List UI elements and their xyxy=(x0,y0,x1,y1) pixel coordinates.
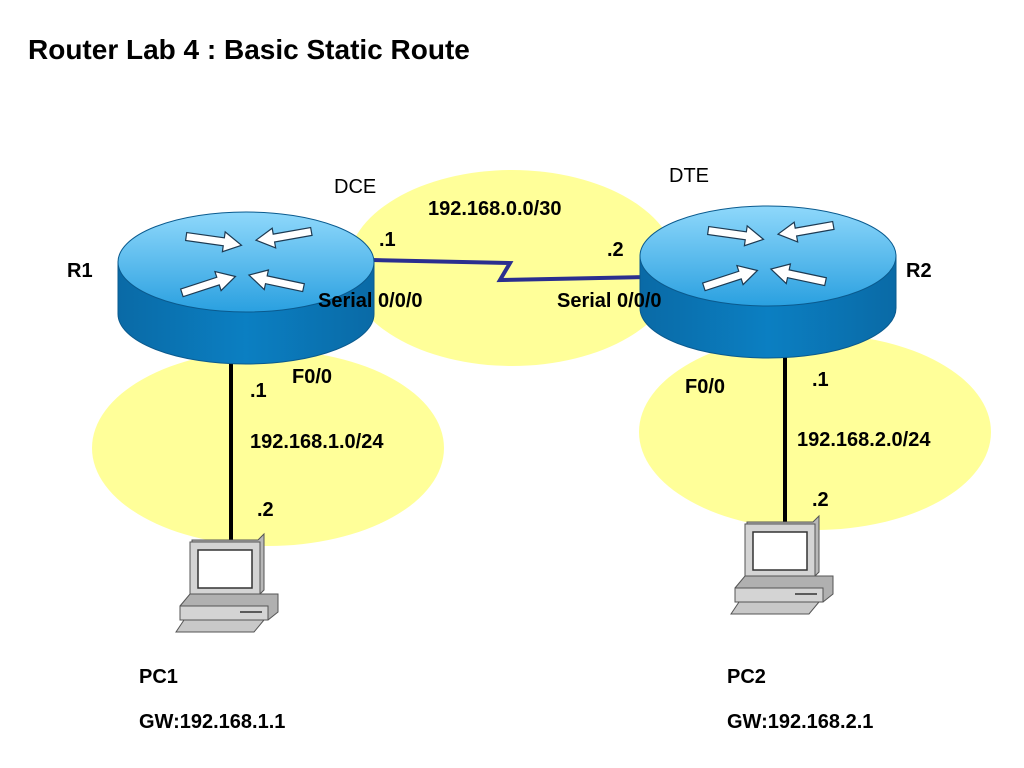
r2-serial-interface-label: Serial 0/0/0 xyxy=(557,290,662,312)
pc1-gateway-label: GW:192.168.1.1 xyxy=(139,711,286,733)
wan-network-label: 192.168.0.0/30 xyxy=(428,198,562,220)
r2-role-label: DTE xyxy=(669,165,709,187)
lan1-network-label: 192.168.1.0/24 xyxy=(250,431,384,453)
serial-link xyxy=(371,258,651,283)
lan2-network-ellipse xyxy=(639,334,991,530)
r2-lan-interface-label: F0/0 xyxy=(685,376,726,398)
r2-lan-host-label: .1 xyxy=(812,369,829,391)
wan-network-ellipse xyxy=(347,170,677,366)
pc2-desktop-computer-icon[interactable] xyxy=(730,514,834,615)
pc2-name-label: PC2 xyxy=(727,666,766,688)
pc1-name-label: PC1 xyxy=(139,666,178,688)
r2-serial-host-label: .2 xyxy=(607,239,624,261)
pc2-gateway-label: GW:192.168.2.1 xyxy=(727,711,874,733)
lan2-network-label: 192.168.2.0/24 xyxy=(797,429,931,451)
r1-name-label: R1 xyxy=(67,260,93,282)
pc1-host-label: .2 xyxy=(257,499,274,521)
router-r1-icon[interactable] xyxy=(117,211,375,365)
r1-serial-interface-label: Serial 0/0/0 xyxy=(318,290,423,312)
r1-lan-host-label: .1 xyxy=(250,380,267,402)
r1-serial-host-label: .1 xyxy=(379,229,396,251)
pc2-host-label: .2 xyxy=(812,489,829,511)
page-title: Router Lab 4 : Basic Static Route xyxy=(28,34,470,65)
pc1-desktop-computer-icon[interactable] xyxy=(175,532,279,633)
lan1-network-ellipse xyxy=(92,350,444,546)
r1-lan-interface-label: F0/0 xyxy=(292,366,333,388)
router-r2-icon[interactable] xyxy=(639,205,897,359)
r1-role-label: DCE xyxy=(334,176,377,198)
r2-name-label: R2 xyxy=(906,260,932,282)
